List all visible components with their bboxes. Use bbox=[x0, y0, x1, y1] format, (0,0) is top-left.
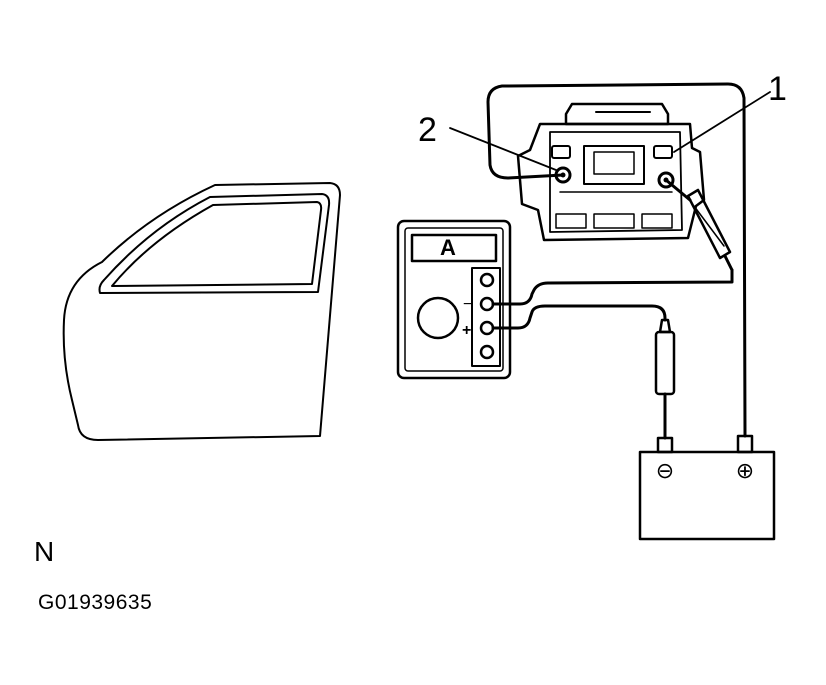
switch-terminal-2-tab bbox=[551, 145, 571, 159]
battery-negative-post bbox=[656, 436, 674, 454]
leader-1 bbox=[673, 91, 771, 153]
multimeter-unit-label: A bbox=[440, 235, 456, 260]
multimeter-dial bbox=[416, 296, 460, 340]
switch-inner-frame bbox=[549, 131, 683, 233]
inline-probe bbox=[654, 318, 676, 440]
leader-2 bbox=[449, 127, 557, 171]
test-probe bbox=[664, 178, 734, 272]
switch-housing bbox=[516, 122, 706, 242]
multimeter-terminal-positive bbox=[479, 320, 495, 336]
switch-terminal-1-tab bbox=[653, 145, 673, 159]
door-window-frame bbox=[98, 193, 331, 294]
switch-bottom-slot-2 bbox=[593, 213, 635, 229]
figure-id: G01939635 bbox=[38, 591, 153, 614]
multimeter-inner-frame bbox=[404, 227, 504, 372]
battery-body bbox=[638, 450, 776, 541]
wire-terminal2-to-battery-positive bbox=[486, 82, 747, 438]
battery-negative-symbol: ⊖ bbox=[656, 458, 674, 483]
switch-bottom-slot-3 bbox=[641, 213, 673, 229]
wire-meter-com-to-probe bbox=[491, 268, 734, 306]
wiring bbox=[486, 82, 747, 438]
callout-2: 2 bbox=[418, 111, 437, 149]
wire-meter-positive-to-battery-negative bbox=[491, 304, 667, 330]
switch-assembly bbox=[516, 102, 706, 242]
battery-positive-symbol: ⊕ bbox=[736, 458, 754, 483]
multimeter: − + bbox=[396, 219, 512, 380]
door-window-glass bbox=[111, 201, 323, 287]
callout-1: 1 bbox=[768, 70, 787, 108]
view-letter: N bbox=[34, 536, 55, 567]
switch-center-block bbox=[583, 145, 645, 185]
switch-top-tab bbox=[564, 102, 670, 126]
multimeter-minus-sign: − bbox=[463, 296, 472, 313]
multimeter-terminal-4 bbox=[479, 344, 495, 360]
multimeter-plus-sign: + bbox=[462, 322, 471, 339]
multimeter-terminal-1 bbox=[479, 272, 495, 288]
switch-terminal-1 bbox=[657, 171, 675, 189]
callout-leaders bbox=[449, 91, 771, 171]
battery: ⊖ ⊕ bbox=[638, 434, 776, 541]
multimeter-display bbox=[410, 233, 498, 263]
multimeter-body bbox=[396, 219, 512, 380]
multimeter-terminal-com bbox=[479, 296, 495, 312]
battery-positive-post bbox=[736, 434, 754, 454]
switch-bottom-slot-1 bbox=[555, 213, 587, 229]
multimeter-terminal-panel bbox=[471, 267, 501, 367]
car-door bbox=[62, 182, 341, 441]
